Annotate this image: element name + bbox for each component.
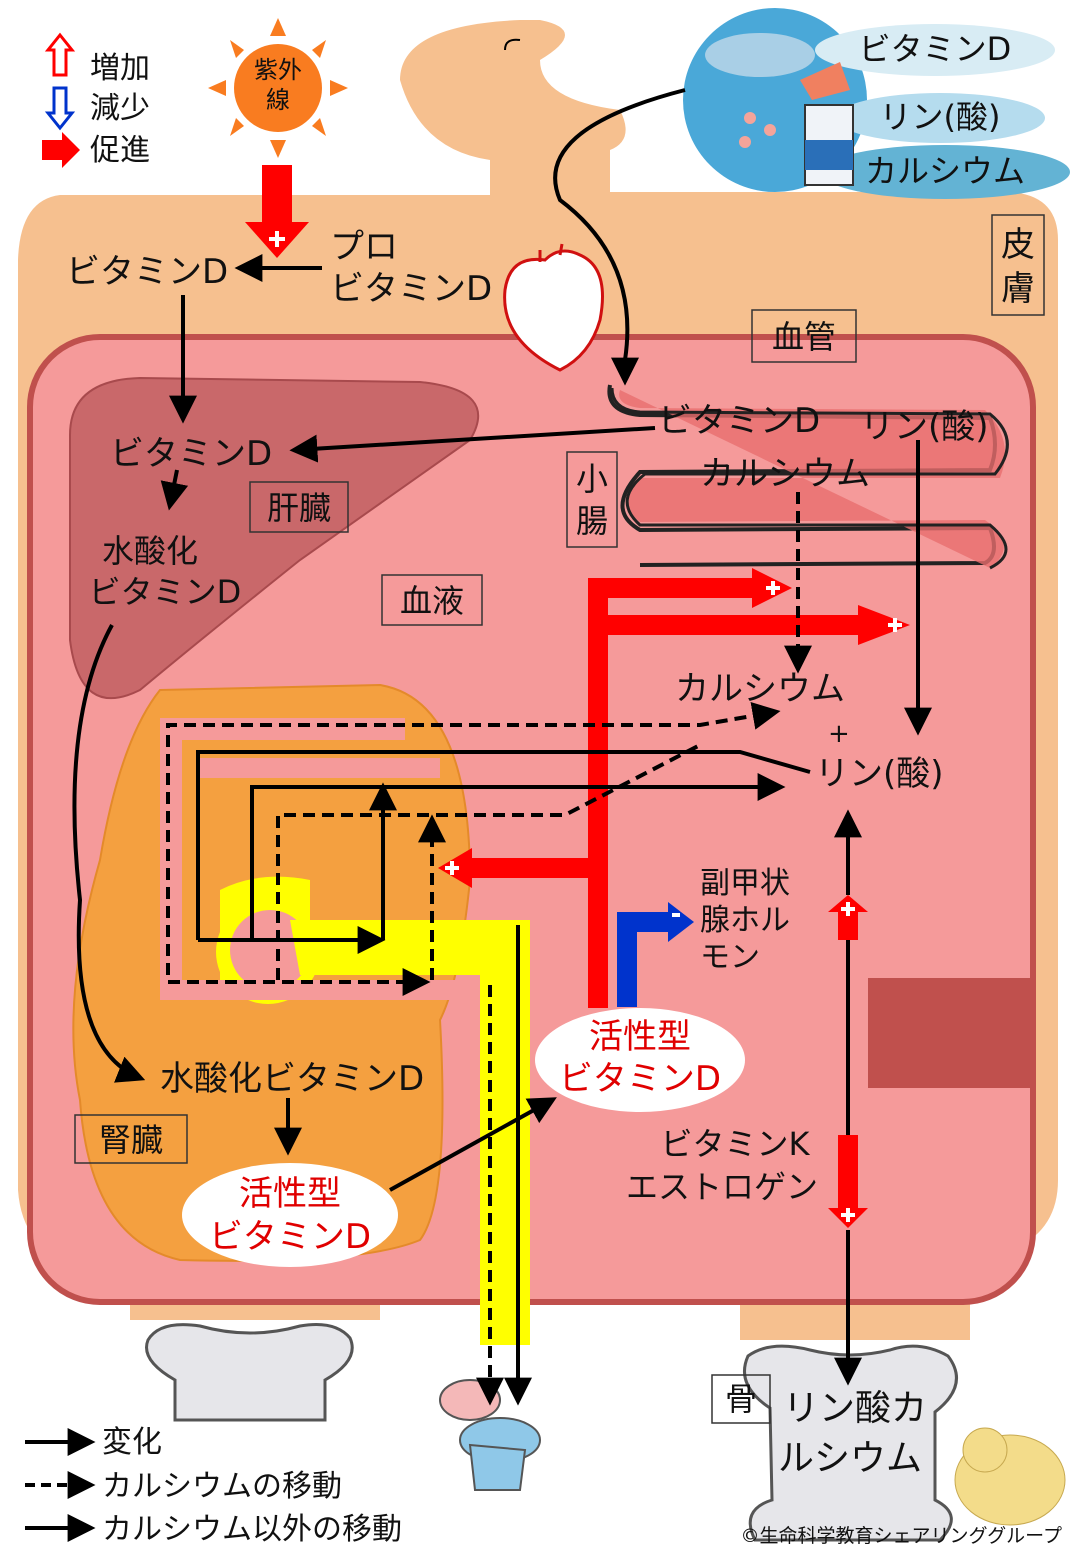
- kidney-label-box: [74, 1114, 188, 1164]
- black-dashed-arrows: [166, 492, 812, 1406]
- active-vitd-bubbles: [182, 1008, 745, 1267]
- bone-right: [743, 1344, 958, 1542]
- sun-icon: [208, 18, 348, 158]
- bone-text-1: リン酸カ: [783, 1388, 927, 1429]
- skin-label-box: [991, 214, 1045, 316]
- skin-vitd: ビタミンD: [66, 252, 228, 292]
- pth-2: 腺ホル: [700, 903, 790, 938]
- plus-marks: [269, 231, 902, 1222]
- chick-icon: [954, 1427, 1066, 1526]
- bone-label-box: [711, 1374, 771, 1424]
- kidney-active-1: 活性型: [239, 1174, 341, 1214]
- legend-calcium-move: カルシウムの移動: [102, 1469, 342, 1504]
- legend-icons: [25, 32, 96, 1542]
- blood-plus: +: [828, 719, 850, 749]
- legend-other-move: カルシウム以外の移動: [102, 1512, 402, 1547]
- intestine-shape: [607, 384, 1009, 570]
- sun-label-1: 紫外: [254, 56, 302, 84]
- active-blood-2: ビタミンD: [559, 1059, 721, 1099]
- liver-label: 肝臓: [267, 489, 331, 527]
- heart-icon: [503, 243, 604, 372]
- red-arrows: [245, 165, 910, 1228]
- liver-hydroxy-2: ビタミンD: [89, 573, 242, 611]
- vessel-label: 血管: [772, 318, 836, 356]
- liver-label-box: [249, 481, 349, 533]
- kidney-active-2: ビタミンD: [209, 1217, 371, 1257]
- legend-decrease: 減少: [90, 91, 150, 126]
- intestine-phos: リン(酸): [860, 407, 989, 447]
- vitk-2: エストロゲン: [626, 1168, 818, 1206]
- food-phos: リン(酸): [880, 98, 1001, 136]
- legend-increase: 増加: [90, 51, 150, 86]
- blue-arrow: [617, 902, 694, 1007]
- intestine-label-2: 腸: [576, 502, 608, 540]
- vitk-1: ビタミンK: [661, 1125, 811, 1163]
- food-calcium: カルシウム: [865, 152, 1025, 190]
- active-blood-1: 活性型: [589, 1017, 691, 1057]
- skin-pro-1: プロ: [330, 227, 398, 267]
- blood-phos: リン(酸): [815, 754, 944, 794]
- skin-pro-2: ビタミンD: [330, 269, 492, 309]
- food-vitd: ビタミンD: [859, 30, 1012, 68]
- pth-1: 副甲状: [700, 866, 790, 901]
- intestine-calcium: カルシウム: [700, 454, 870, 494]
- sun-label-2: 線: [266, 86, 290, 114]
- intestine-label-1: 小: [576, 460, 608, 498]
- kidney-label: 腎臓: [99, 1121, 163, 1159]
- legend-promote: 促進: [90, 133, 150, 168]
- legend-change: 変化: [102, 1425, 162, 1460]
- liver-shape: [69, 376, 480, 700]
- skin-label-1: 皮: [1001, 225, 1035, 265]
- kidney-hydroxy: 水酸化ビタミンD: [160, 1059, 424, 1099]
- toilet-icon: [439, 1379, 541, 1491]
- intestine-vitd: ビタミンD: [658, 401, 820, 441]
- bone-text-2: ルシウム: [778, 1438, 922, 1479]
- bone-label: 骨: [725, 1380, 757, 1418]
- blood-label-box: [381, 574, 483, 626]
- liver-vitd: ビタミンD: [110, 434, 272, 474]
- liver-hydroxy-1: 水酸化: [102, 532, 198, 570]
- skin-label-2: 膚: [1001, 269, 1035, 309]
- urine-path: [290, 920, 530, 1345]
- black-arrows: [72, 88, 932, 1406]
- blood-label: 血液: [400, 582, 464, 620]
- copyright: ©生命科学教育シェアリンググループ: [741, 1525, 1062, 1547]
- intestine-label-box: [566, 451, 618, 548]
- blood-calcium: カルシウム: [675, 669, 845, 709]
- food-illustration: [683, 8, 1070, 199]
- pth-3: モン: [700, 940, 760, 975]
- bone-left: [145, 1323, 354, 1422]
- vessel-label-box: [751, 309, 857, 363]
